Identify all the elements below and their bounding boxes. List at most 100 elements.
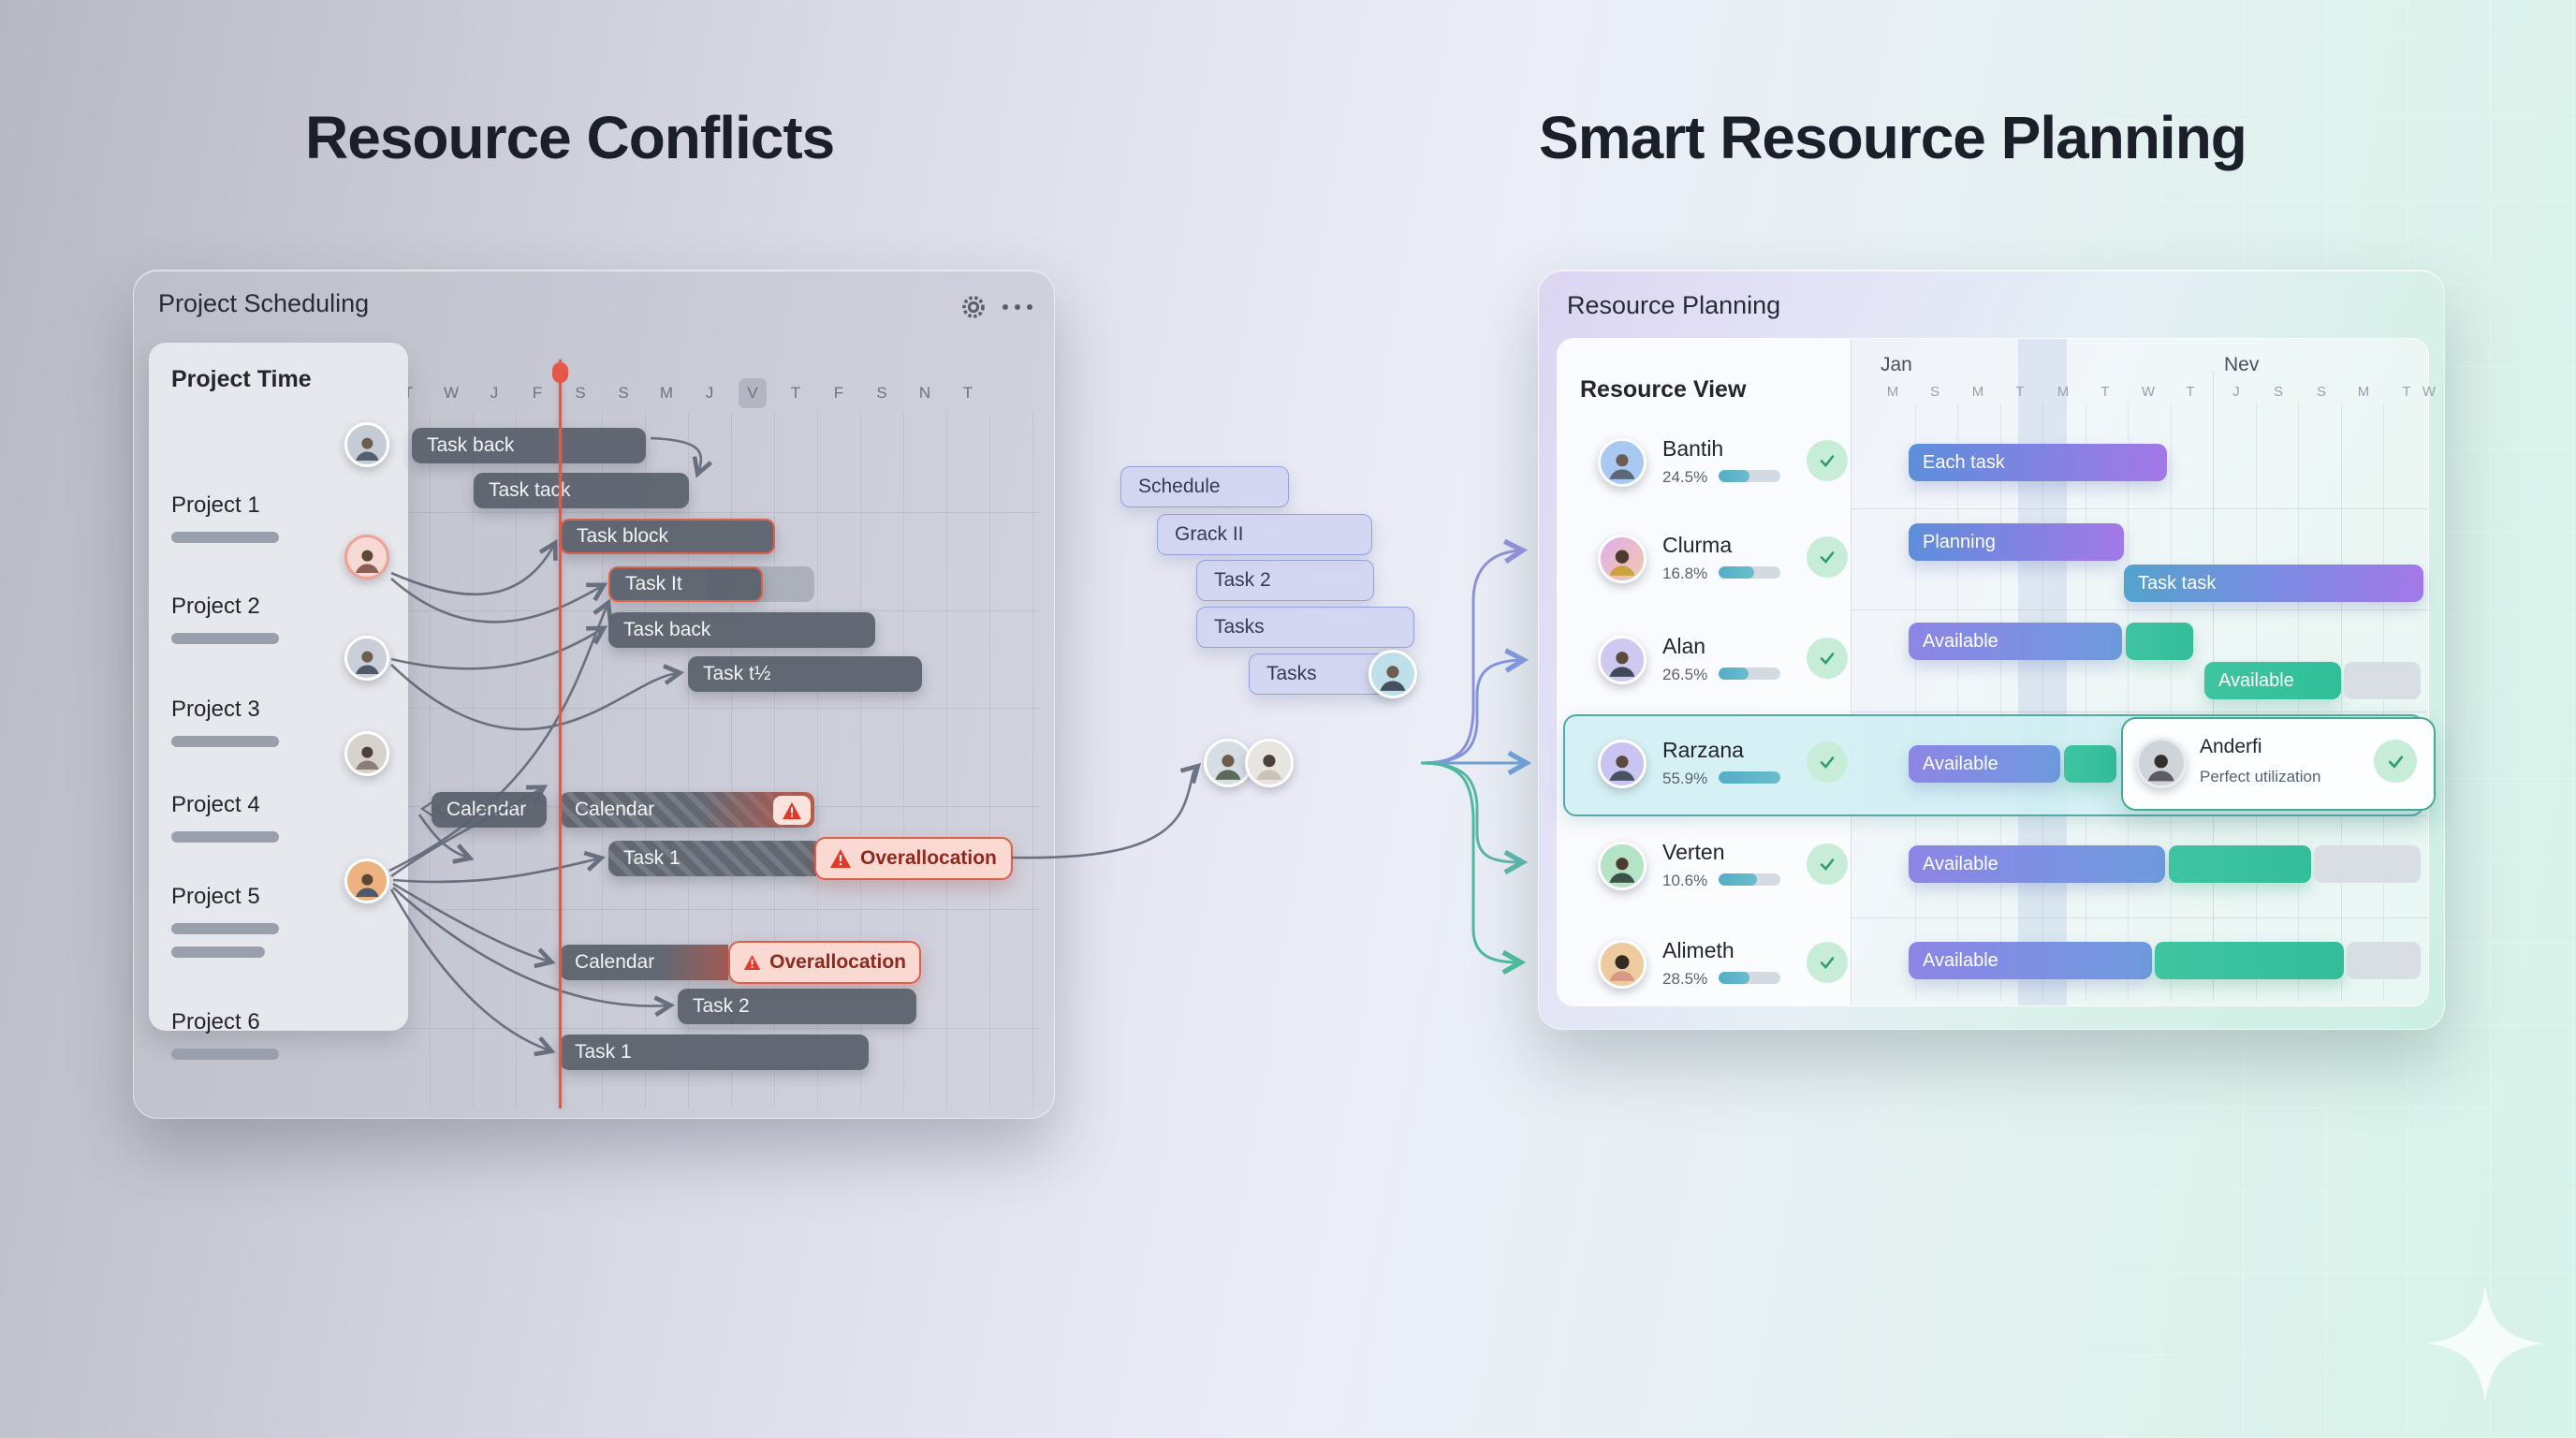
left-headline: Resource Conflicts bbox=[305, 104, 835, 171]
day-letter: W bbox=[2422, 384, 2437, 400]
resource-percent: 28.5% bbox=[1662, 970, 1708, 988]
warning-triangle-icon bbox=[783, 801, 801, 819]
flow-chip[interactable]: Grack II bbox=[1157, 514, 1372, 555]
today-column-highlight bbox=[739, 378, 767, 408]
project-progress bbox=[171, 633, 279, 644]
day-letter: M bbox=[2357, 384, 2370, 400]
warning-triangle-icon bbox=[743, 955, 761, 970]
card-resource-name: Anderfi bbox=[2200, 736, 2262, 757]
flow-chip[interactable]: Schedule bbox=[1120, 466, 1289, 507]
project-scheduling-title: Project Scheduling bbox=[158, 289, 370, 317]
project-row-label[interactable]: Project 5 bbox=[171, 884, 260, 909]
resource-percent: 55.9% bbox=[1662, 770, 1708, 787]
day-letter: M bbox=[2056, 384, 2070, 400]
resource-task-bar[interactable]: Planning bbox=[1909, 523, 2124, 561]
day-letter-highlighted: V bbox=[747, 384, 758, 402]
warning-badge bbox=[773, 796, 811, 825]
task-segment-gray bbox=[2344, 662, 2421, 699]
gantt-bar-conflict[interactable]: Task block bbox=[560, 519, 775, 554]
status-check-badge bbox=[1807, 741, 1848, 783]
resource-task-bar[interactable]: Available bbox=[1909, 623, 2122, 660]
flow-chip[interactable]: Task 2 bbox=[1196, 560, 1374, 601]
check-icon bbox=[1820, 551, 1835, 564]
task-segment-green[interactable] bbox=[2169, 845, 2311, 883]
resource-row[interactable]: Bantih 24.5% Each task bbox=[1558, 416, 2428, 508]
gantt-bar[interactable]: Task t½ bbox=[688, 656, 922, 692]
resource-row[interactable]: Alan 26.5% Available Available bbox=[1558, 609, 2428, 712]
project-progress bbox=[171, 532, 279, 543]
resource-avatar bbox=[1598, 842, 1647, 890]
flow-chip[interactable]: Tasks bbox=[1196, 607, 1414, 648]
gantt-bar[interactable]: Task 1 bbox=[560, 1034, 869, 1070]
project-time-header: Project Time bbox=[171, 366, 312, 392]
month-label: Nev bbox=[2224, 354, 2260, 375]
resource-avatar bbox=[1598, 740, 1647, 788]
card-avatar bbox=[2136, 738, 2187, 788]
resource-task-bar[interactable]: Task task bbox=[2124, 565, 2423, 602]
day-letter: S bbox=[2316, 384, 2326, 400]
gantt-bar[interactable]: Task tack bbox=[474, 473, 689, 508]
status-check-badge bbox=[1807, 440, 1848, 481]
project-row-label[interactable]: Project 6 bbox=[171, 1009, 260, 1034]
task-segment-gray bbox=[2347, 942, 2421, 979]
resource-name: Clurma bbox=[1662, 533, 1733, 557]
day-letter: S bbox=[876, 384, 887, 402]
check-icon bbox=[1820, 756, 1835, 769]
task-segment-green[interactable] bbox=[2064, 745, 2116, 783]
resource-name: Alimeth bbox=[1662, 938, 1734, 962]
day-letter: T bbox=[790, 384, 801, 402]
resource-name: Verten bbox=[1662, 840, 1725, 864]
handoff-avatar-2 bbox=[1245, 739, 1294, 787]
day-letter: S bbox=[575, 384, 586, 402]
sparkle-icon bbox=[2426, 1284, 2544, 1402]
resource-row[interactable]: Verten 10.6% Available bbox=[1558, 815, 2428, 917]
handoff-avatar-1 bbox=[1204, 739, 1252, 787]
gantt-bar[interactable]: Task 2 bbox=[678, 989, 916, 1024]
resource-task-bar[interactable]: Each task bbox=[1909, 444, 2167, 481]
resource-row[interactable]: Clurma 16.8% Planning Task task bbox=[1558, 508, 2428, 609]
overallocation-badge: Overallocation bbox=[728, 941, 921, 984]
gantt-bar-conflict[interactable]: Task It bbox=[608, 566, 763, 602]
project-row-label[interactable]: Project 2 bbox=[171, 594, 260, 619]
utilization-bar bbox=[1719, 668, 1780, 680]
resource-percent: 26.5% bbox=[1662, 666, 1708, 683]
project-row-label[interactable]: Project 4 bbox=[171, 792, 260, 817]
resource-task-bar[interactable]: Available bbox=[2204, 662, 2341, 699]
day-letter: T bbox=[962, 384, 973, 402]
perfect-utilization-card[interactable]: Anderfi Perfect utilization bbox=[2121, 717, 2436, 811]
today-marker-dot bbox=[552, 362, 568, 383]
resource-task-bar[interactable]: Available bbox=[1909, 745, 2060, 783]
resource-task-bar[interactable]: Available bbox=[1909, 942, 2152, 979]
project-progress bbox=[171, 923, 279, 934]
resource-avatar bbox=[1598, 940, 1647, 989]
gantt-bar[interactable]: Task back bbox=[412, 428, 646, 463]
project-row-label[interactable]: Project 1 bbox=[171, 492, 260, 518]
project-progress bbox=[171, 946, 265, 958]
day-letter: T bbox=[2186, 384, 2195, 400]
right-headline: Smart Resource Planning bbox=[1539, 104, 2247, 171]
project-row-label[interactable]: Project 3 bbox=[171, 697, 260, 722]
resource-row[interactable]: Alimeth 28.5% Available bbox=[1558, 917, 2428, 1005]
resource-task-bar[interactable]: Available bbox=[1909, 845, 2165, 883]
status-check-badge bbox=[1807, 844, 1848, 885]
warning-triangle-icon bbox=[830, 849, 851, 868]
more-options-button[interactable] bbox=[1003, 304, 1032, 310]
settings-button[interactable] bbox=[958, 291, 989, 323]
overallocation-badge: Overallocation bbox=[814, 837, 1013, 880]
resource-row-selected[interactable]: Rarzana 55.9% Available Anderfi Perfect … bbox=[1558, 712, 2436, 815]
resource-name: Bantih bbox=[1662, 436, 1724, 461]
resource-avatar bbox=[1598, 438, 1647, 487]
day-letter: T bbox=[2015, 384, 2025, 400]
day-letter: S bbox=[2273, 384, 2283, 400]
day-letter: W bbox=[443, 384, 460, 402]
task-segment-green[interactable] bbox=[2126, 623, 2193, 660]
resource-view-header: Resource View bbox=[1580, 376, 1747, 403]
gantt-bar-overallocated[interactable]: Task 1 bbox=[608, 841, 816, 876]
calendar-chip[interactable]: Calendar bbox=[432, 792, 547, 828]
resource-avatar bbox=[1598, 636, 1647, 684]
gantt-bar[interactable]: Task back bbox=[608, 612, 875, 648]
calendar-bar-overallocated[interactable]: Calendar bbox=[560, 945, 728, 980]
project4-avatar bbox=[344, 731, 389, 776]
task-segment-green[interactable] bbox=[2155, 942, 2344, 979]
card-subtitle: Perfect utilization bbox=[2200, 768, 2321, 785]
